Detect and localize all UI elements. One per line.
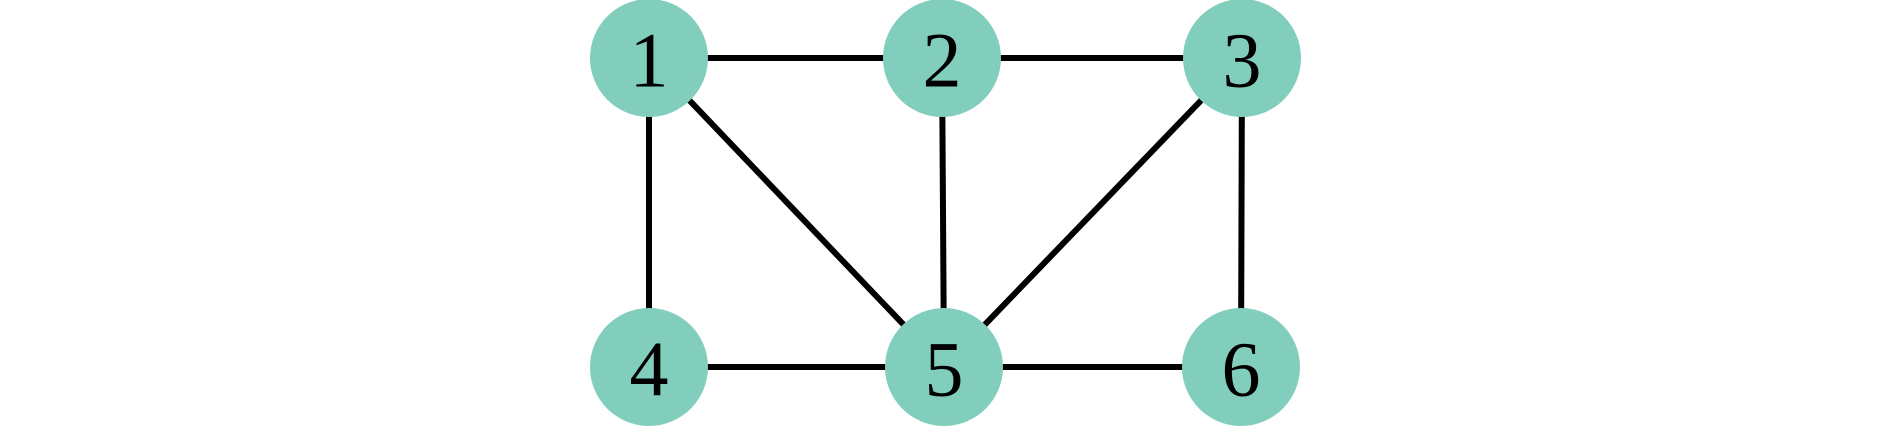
graph-edge-1-5 xyxy=(646,55,947,370)
node-label-3: 3 xyxy=(1223,17,1262,104)
graph-node-3[interactable]: 3 xyxy=(1183,0,1301,117)
graph-node-6[interactable]: 6 xyxy=(1182,308,1300,426)
node-label-2: 2 xyxy=(923,17,962,104)
graph-node-5[interactable]: 5 xyxy=(885,308,1003,426)
node-circle-4[interactable] xyxy=(590,308,708,426)
node-circle-1[interactable] xyxy=(590,0,708,117)
node-label-5: 5 xyxy=(925,326,964,413)
graph-edge-3-5 xyxy=(941,55,1245,370)
graph-node-2[interactable]: 2 xyxy=(883,0,1001,117)
graph-node-1[interactable]: 1 xyxy=(590,0,708,117)
node-label-4: 4 xyxy=(630,326,669,413)
node-circle-6[interactable] xyxy=(1182,308,1300,426)
node-label-6: 6 xyxy=(1222,326,1261,413)
graph-node-4[interactable]: 4 xyxy=(590,308,708,426)
node-label-1: 1 xyxy=(630,17,669,104)
nodes-layer: 1 2 3 4 5 6 xyxy=(590,0,1301,426)
node-circle-5[interactable] xyxy=(885,308,1003,426)
node-circle-3[interactable] xyxy=(1183,0,1301,117)
node-circle-2[interactable] xyxy=(883,0,1001,117)
